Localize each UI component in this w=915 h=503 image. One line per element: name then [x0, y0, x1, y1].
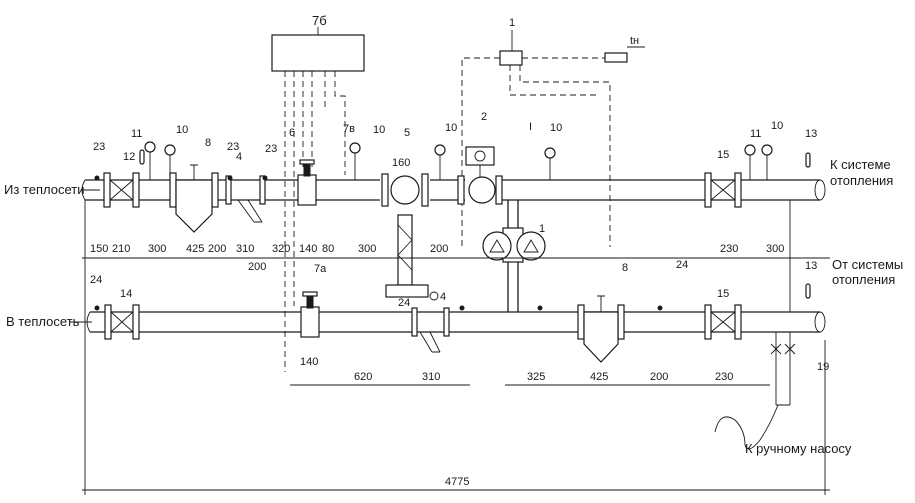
- pos-8-upper: 8: [205, 137, 211, 149]
- pos-15-upper: 15: [717, 149, 729, 161]
- gate-valve-upper-left: [103, 172, 140, 208]
- pos-23-b: 23: [227, 141, 239, 153]
- dim-300b: 300: [358, 243, 376, 255]
- pos-4-lower: 4: [440, 291, 446, 303]
- pos-12: 12: [123, 151, 135, 163]
- dim-140b: 140: [300, 356, 318, 368]
- mud-trap-lower-4: [411, 307, 450, 353]
- hand-pump-branch-19: [770, 200, 796, 406]
- pos-13-upper: 13: [805, 128, 817, 140]
- to-system-label-2: отопления: [830, 173, 893, 188]
- dim-300c: 300: [766, 243, 784, 255]
- pos-7a: 7а: [314, 263, 327, 275]
- controller-label: 7б: [312, 13, 327, 28]
- pos-19: 19: [817, 361, 829, 373]
- pos-13-lower: 13: [805, 260, 817, 272]
- pos-24-c: 24: [676, 259, 688, 271]
- pos-10-prefix: I: [529, 121, 532, 133]
- controller-signal-lines: [284, 71, 346, 372]
- dim-total: 4775: [445, 476, 469, 488]
- check-valve-assembly-24: [385, 214, 439, 301]
- dim-320: 320: [272, 243, 290, 255]
- dim-620: 620: [354, 371, 372, 383]
- dim-425a: 425: [186, 243, 204, 255]
- dim-200d: 200: [650, 371, 668, 383]
- from-system-label-1: От системы: [832, 257, 903, 272]
- pos-23-a: 23: [93, 141, 105, 153]
- pos-10-b: 10: [373, 124, 385, 136]
- return-pipe: [86, 311, 826, 333]
- to-system-label-1: К системе: [830, 157, 891, 172]
- outdoor-sensor: [604, 52, 628, 63]
- dim-210: 210: [112, 243, 130, 255]
- pos-11-b: 11: [750, 128, 761, 140]
- pressure-gauges-upper: [144, 141, 773, 180]
- pos-24-a: 24: [90, 274, 102, 286]
- control-valve-5: [381, 173, 429, 207]
- pos-10-a: 10: [176, 124, 188, 136]
- regulator-box: [499, 50, 523, 66]
- flowmeter-lower-7a: [300, 291, 320, 338]
- flowmeter-upper-6: [297, 159, 317, 206]
- dim-200a: 200: [208, 243, 226, 255]
- pos-10-c: 10: [445, 122, 457, 134]
- dim-200b: 200: [430, 243, 448, 255]
- gate-valve-lower-right: [704, 304, 742, 340]
- position-labels: 1 2 4 4 5 6 7а 7в 8 8 10 10 10 10 10 11 …: [90, 111, 829, 373]
- dim-325: 325: [527, 371, 545, 383]
- dim-310b: 310: [422, 371, 440, 383]
- from-system-label-2: отопления: [832, 272, 895, 287]
- dim-230a: 230: [720, 243, 738, 255]
- pos-1: 1: [539, 223, 545, 235]
- dimension-lines: [82, 200, 830, 495]
- pos-14: 14: [120, 288, 132, 300]
- mud-trap-upper-4: [225, 175, 266, 223]
- pressure-regulator-2: [457, 146, 503, 205]
- strainer-lower-8: [577, 295, 625, 363]
- pos-6: 6: [289, 127, 295, 139]
- strainer-upper-8: [169, 164, 219, 233]
- dim-150: 150: [90, 243, 108, 255]
- dim-160: 160: [392, 157, 410, 169]
- hand-pump-label: К ручному насосу: [745, 441, 852, 456]
- controller-box: [271, 34, 365, 72]
- gate-valve-lower-left: [104, 304, 140, 340]
- dim-230b: 230: [715, 371, 733, 383]
- dim-425b: 425: [590, 371, 608, 383]
- pos-2: 2: [481, 111, 487, 123]
- sample-cocks: [94, 175, 663, 311]
- sensor-label: tн: [630, 35, 639, 47]
- to-network-label: В теплосеть: [6, 314, 80, 329]
- pos-5: 5: [404, 127, 410, 139]
- dim-80: 80: [322, 243, 334, 255]
- thermometers: [139, 149, 811, 299]
- pos-15-lower: 15: [717, 288, 729, 300]
- dim-140a: 140: [299, 243, 317, 255]
- pos-10-d: 10: [550, 122, 562, 134]
- dim-300a: 300: [148, 243, 166, 255]
- pos-11-a: 11: [131, 128, 142, 140]
- pos-3: 1: [509, 17, 515, 29]
- gate-valve-upper-right: [704, 172, 742, 208]
- jumper-and-pumps-1: [482, 200, 546, 312]
- pos-23-c: 23: [265, 143, 277, 155]
- pos-24-b: 24: [398, 297, 410, 309]
- dim-200c: 200: [248, 261, 266, 273]
- pos-10-e: 10: [771, 120, 783, 132]
- from-network-label: Из теплосети: [4, 182, 84, 197]
- dim-310a: 310: [236, 243, 254, 255]
- pos-8-lower: 8: [622, 262, 628, 274]
- pos-4-upper: 4: [236, 151, 242, 163]
- hand-pump-hose: [714, 404, 779, 450]
- pos-7v: 7в: [343, 123, 355, 135]
